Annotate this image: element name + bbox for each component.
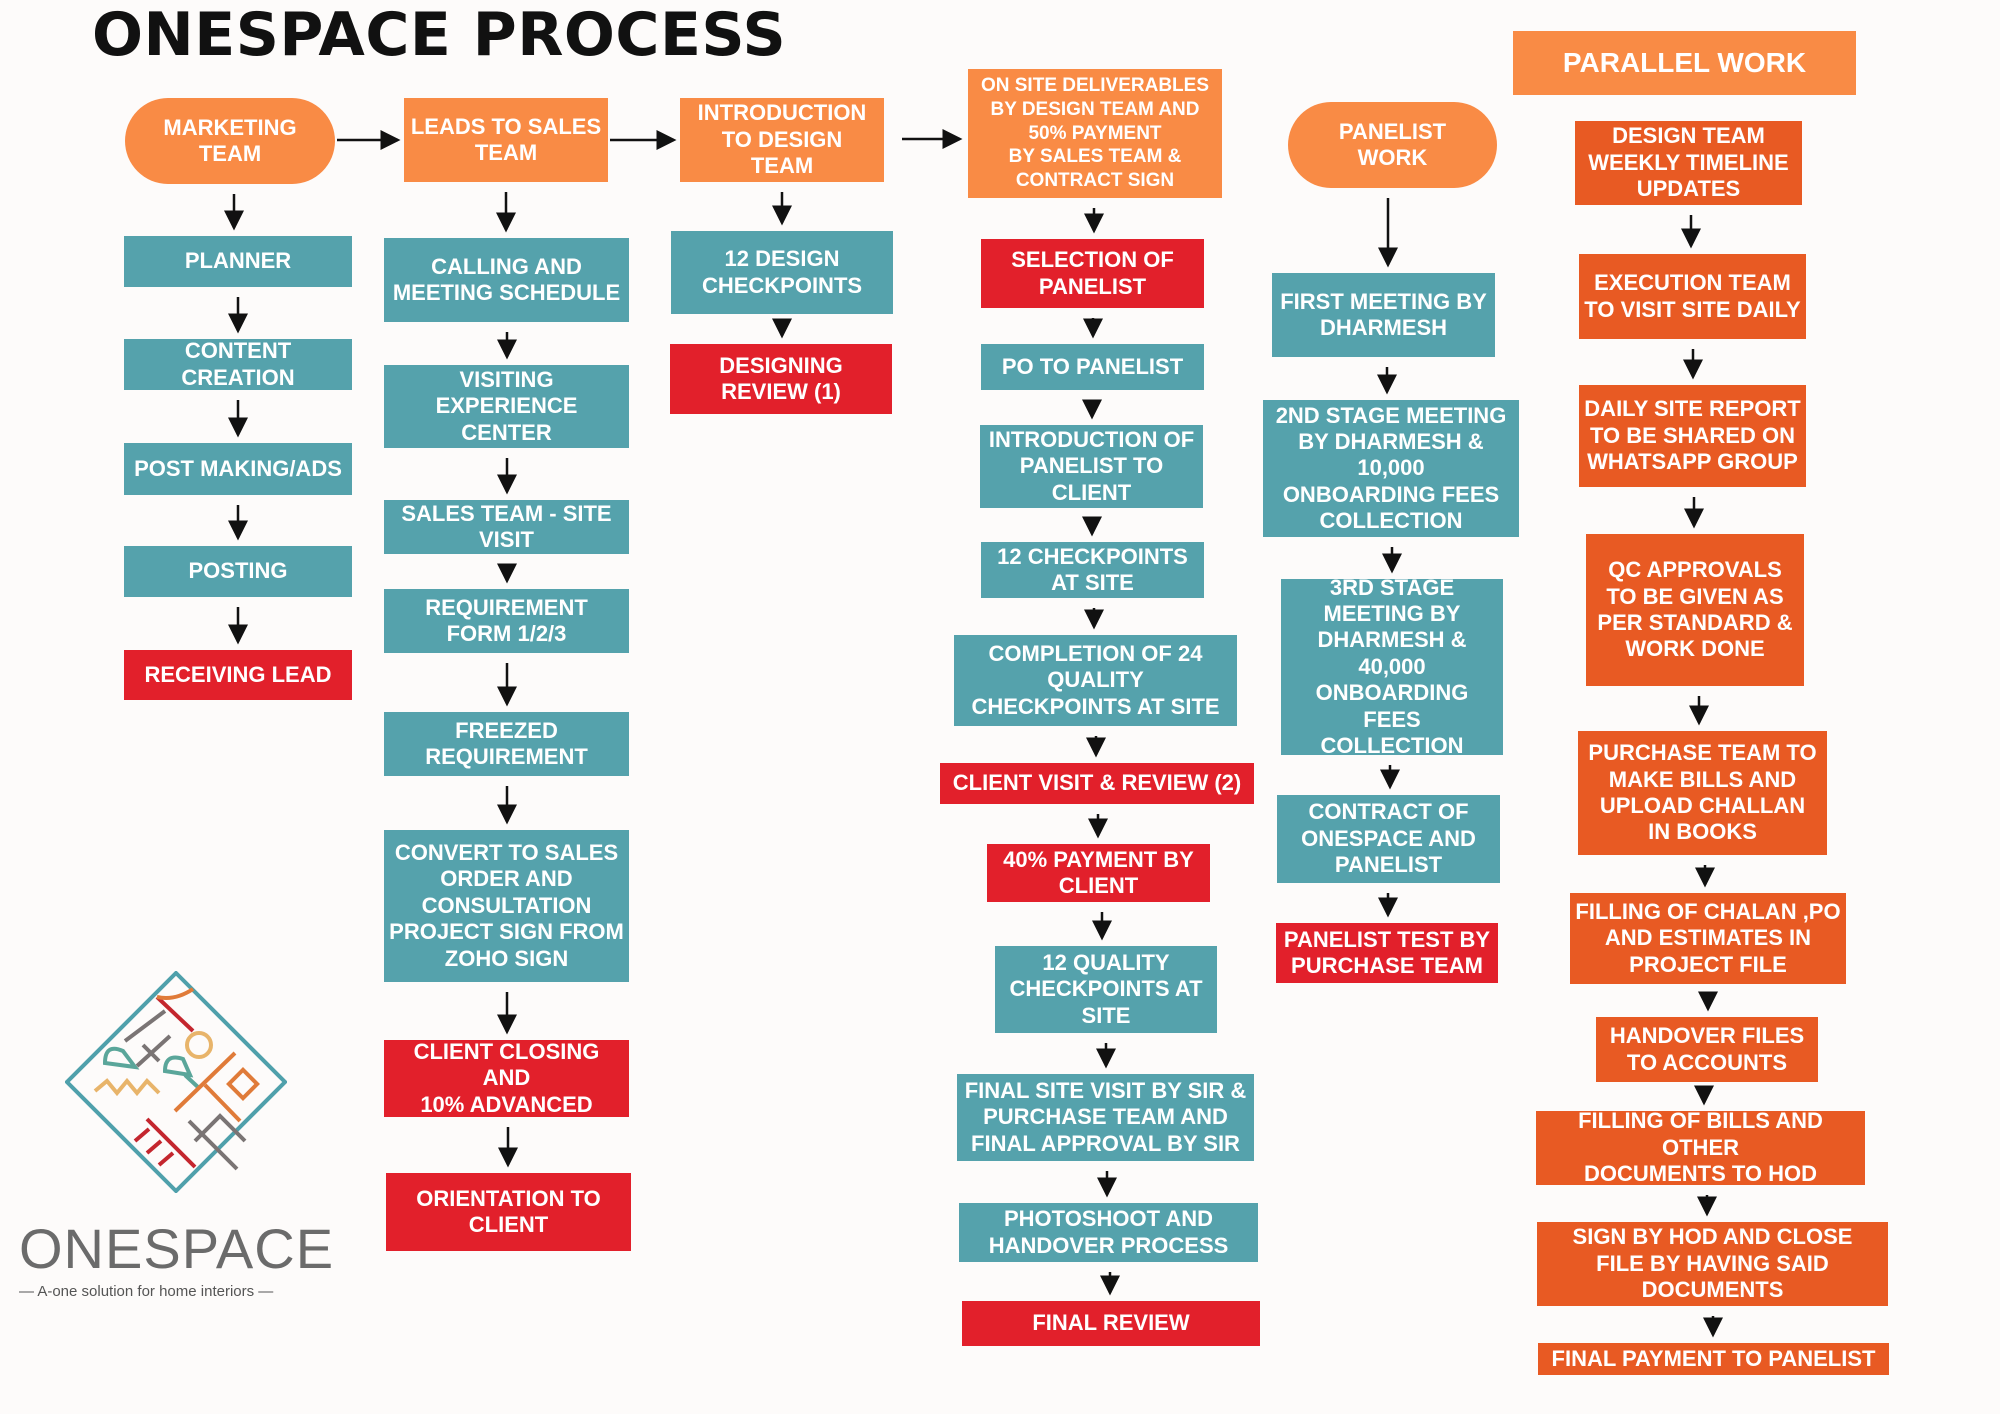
design-step-2: DESIGNING REVIEW (1) (670, 344, 892, 414)
design-step-1: 12 DESIGN CHECKPOINTS (671, 231, 893, 314)
parallel-step-0: PARALLEL WORK (1513, 31, 1856, 95)
parallel-step-2: EXECUTION TEAM TO VISIT SITE DAILY (1579, 254, 1806, 339)
site-step-11: FINAL REVIEW (962, 1301, 1260, 1346)
site-step-6: CLIENT VISIT & REVIEW (2) (940, 763, 1254, 804)
sales-step-4: REQUIREMENT FORM 1/2/3 (384, 589, 629, 653)
site-step-1: SELECTION OF PANELIST (981, 239, 1204, 308)
page-title: ONESPACE PROCESS (92, 0, 787, 70)
site-step-7: 40% PAYMENT BY CLIENT (987, 844, 1210, 902)
sales-step-3: SALES TEAM - SITE VISIT (384, 500, 629, 554)
sales-step-8: ORIENTATION TO CLIENT (386, 1173, 631, 1251)
site-step-0: ON SITE DELIVERABLES BY DESIGN TEAM AND … (968, 69, 1222, 198)
sales-step-5: FREEZED REQUIREMENT (384, 712, 629, 776)
sales-step-6: CONVERT TO SALES ORDER AND CONSULTATION … (384, 830, 629, 982)
site-step-8: 12 QUALITY CHECKPOINTS AT SITE (995, 946, 1217, 1033)
parallel-step-8: FILLING OF BILLS AND OTHER DOCUMENTS TO … (1536, 1108, 1865, 1186)
sales-step-7: CLIENT CLOSING AND 10% ADVANCED (384, 1039, 629, 1117)
site-step-3: INTRODUCTION OF PANELIST TO CLIENT (980, 425, 1203, 508)
site-step-5: COMPLETION OF 24 QUALITY CHECKPOINTS AT … (954, 635, 1237, 726)
site-step-4: 12 CHECKPOINTS AT SITE (981, 542, 1204, 598)
panelist-step-4: CONTRACT OF ONESPACE AND PANELIST (1277, 795, 1500, 883)
marketing-step-1: PLANNER (124, 236, 352, 287)
marketing-step-0: MARKETING TEAM (125, 98, 335, 184)
brand-name: ONESPACE (19, 1217, 335, 1280)
parallel-step-4: QC APPROVALS TO BE GIVEN AS PER STANDARD… (1586, 534, 1804, 686)
parallel-step-6: FILLING OF CHALAN ,PO AND ESTIMATES IN P… (1570, 893, 1846, 984)
brand-tagline: — A-one solution for home interiors — (19, 1283, 274, 1300)
panelist-step-2: 2ND STAGE MEETING BY DHARMESH & 10,000 O… (1263, 400, 1519, 537)
panelist-step-1: FIRST MEETING BY DHARMESH (1272, 273, 1495, 357)
marketing-step-2: CONTENT CREATION (124, 338, 352, 390)
sales-step-0: LEADS TO SALES TEAM (404, 98, 608, 182)
parallel-step-9: SIGN BY HOD AND CLOSE FILE BY HAVING SAI… (1537, 1222, 1888, 1306)
parallel-step-1: DESIGN TEAM WEEKLY TIMELINE UPDATES (1575, 121, 1802, 205)
site-step-9: FINAL SITE VISIT BY SIR & PURCHASE TEAM … (957, 1074, 1254, 1161)
parallel-step-10: FINAL PAYMENT TO PANELIST (1538, 1343, 1889, 1375)
sales-step-1: CALLING AND MEETING SCHEDULE (384, 238, 629, 322)
parallel-step-3: DAILY SITE REPORT TO BE SHARED ON WHATSA… (1579, 385, 1806, 487)
site-step-10: PHOTOSHOOT AND HANDOVER PROCESS (959, 1203, 1258, 1262)
marketing-step-5: RECEIVING LEAD (124, 650, 352, 700)
onespace-logo-icon (65, 971, 287, 1193)
panelist-step-0: PANELIST WORK (1288, 102, 1497, 188)
site-step-2: PO TO PANELIST (981, 344, 1204, 390)
parallel-step-7: HANDOVER FILES TO ACCOUNTS (1596, 1017, 1818, 1082)
marketing-step-4: POSTING (124, 546, 352, 597)
parallel-step-5: PURCHASE TEAM TO MAKE BILLS AND UPLOAD C… (1578, 731, 1827, 855)
sales-step-2: VISITING EXPERIENCE CENTER (384, 365, 629, 448)
design-step-0: INTRODUCTION TO DESIGN TEAM (680, 98, 884, 182)
panelist-step-3: 3RD STAGE MEETING BY DHARMESH & 40,000 O… (1281, 575, 1503, 758)
marketing-step-3: POST MAKING/ADS (124, 443, 352, 495)
panelist-step-5: PANELIST TEST BY PURCHASE TEAM (1276, 923, 1498, 983)
